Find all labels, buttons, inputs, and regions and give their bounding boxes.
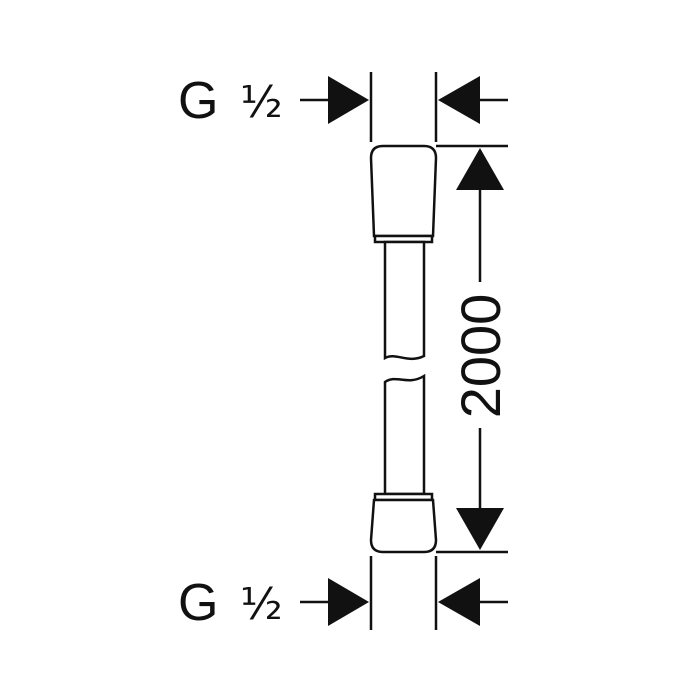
bottom-left-arrow	[328, 578, 369, 626]
top-right-arrow	[438, 76, 480, 124]
bottom-connector-nut	[369, 492, 438, 554]
length-dimension	[456, 148, 504, 550]
bottom-thread-size: ½	[240, 579, 283, 630]
length-top-arrow	[456, 148, 504, 190]
bottom-width-dimension	[300, 578, 508, 626]
top-left-arrow	[328, 76, 369, 124]
bottom-right-arrow	[438, 578, 480, 626]
length-label: 2000	[449, 294, 512, 419]
length-bottom-arrow	[456, 508, 504, 550]
hose-upper-segment	[383, 240, 426, 361]
bottom-thread-letter: G	[178, 574, 218, 632]
top-width-dimension	[300, 76, 508, 124]
top-thread-size: ½	[240, 77, 283, 128]
top-thread-letter: G	[178, 72, 218, 130]
hose-lower-segment	[383, 373, 426, 496]
length-extension-lines	[436, 144, 508, 554]
top-connector-nut	[369, 144, 438, 244]
width-extension-lines	[369, 72, 438, 630]
